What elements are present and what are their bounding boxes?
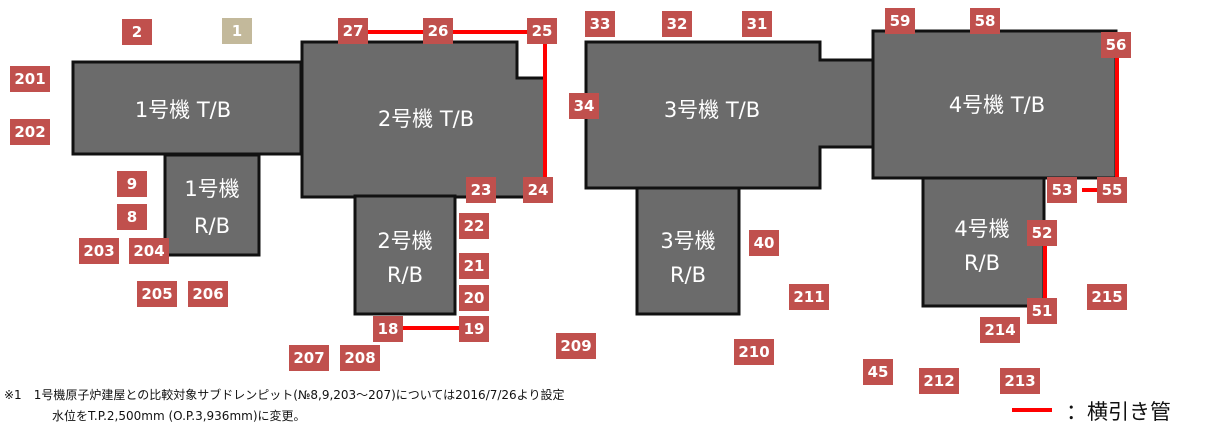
unit3-reactor-building — [635, 186, 741, 316]
pit-badge-215: 215 — [1087, 284, 1127, 310]
pit-badge-26: 26 — [423, 18, 453, 44]
pit-badge-52: 52 — [1027, 220, 1057, 246]
unit3-rb-label-line2: R/B — [670, 263, 706, 287]
pit-badge-203: 203 — [79, 238, 119, 264]
pit-badge-210: 210 — [734, 339, 774, 365]
pit-badge-206: 206 — [188, 281, 228, 307]
pit-badge-201: 201 — [10, 66, 50, 92]
pit-badge-33: 33 — [585, 11, 615, 37]
pit-badge-58: 58 — [970, 8, 1000, 34]
unit1-reactor-building — [163, 153, 261, 257]
pit-badge-205: 205 — [137, 281, 177, 307]
pit-badge-9: 9 — [117, 171, 147, 197]
pit-badge-19: 19 — [459, 316, 489, 342]
pit-badge-213: 213 — [1000, 368, 1040, 394]
pit-badge-8: 8 — [117, 204, 147, 230]
pit-badge-22: 22 — [459, 213, 489, 239]
pit-badge-32: 32 — [662, 11, 692, 37]
legend-label: ：横引き管 — [1066, 400, 1171, 424]
pit-badge-2: 2 — [122, 19, 152, 45]
pit-badge-59: 59 — [885, 8, 915, 34]
pit-badge-18: 18 — [373, 316, 403, 342]
pit-badge-31: 31 — [742, 11, 772, 37]
pit-badge-212: 212 — [919, 368, 959, 394]
pit-badge-55: 55 — [1097, 177, 1127, 203]
pit-badge-45: 45 — [863, 359, 893, 385]
pit-badge-209: 209 — [556, 333, 596, 359]
pit-badge-53: 53 — [1047, 177, 1077, 203]
pit-badge-1: 1 — [222, 18, 252, 44]
pit-badge-211: 211 — [789, 284, 829, 310]
pit-badge-20: 20 — [459, 285, 489, 311]
pit-badge-214: 214 — [980, 317, 1020, 343]
note-line-2: 水位をT.P.2,500mm (O.P.3,936mm)に変更。 — [52, 409, 306, 423]
pit-badge-51: 51 — [1027, 298, 1057, 324]
unit1-tb-label: 1号機 T/B — [135, 98, 231, 122]
pit-badge-34: 34 — [569, 93, 599, 119]
unit1-rb-label-line1: 1号機 — [184, 177, 239, 201]
unit4-rb-label-line2: R/B — [964, 251, 1000, 275]
pit-badge-27: 27 — [338, 18, 368, 44]
pit-badge-56: 56 — [1101, 32, 1131, 58]
pit-badge-21: 21 — [459, 253, 489, 279]
pit-badge-24: 24 — [523, 177, 553, 203]
pit-badge-40: 40 — [749, 230, 779, 256]
pit-badge-208: 208 — [340, 345, 380, 371]
unit4-tb-label: 4号機 T/B — [949, 93, 1045, 117]
unit4-reactor-building — [921, 176, 1046, 308]
unit2-rb-label-line1: 2号機 — [377, 229, 432, 253]
pit-badge-25: 25 — [527, 18, 557, 44]
unit1-rb-label-line2: R/B — [194, 214, 230, 238]
unit2-reactor-building — [353, 194, 457, 316]
unit4-rb-label-line1: 4号機 — [954, 217, 1009, 241]
pit-badge-23: 23 — [466, 177, 496, 203]
unit2-tb-label: 2号機 T/B — [378, 107, 474, 131]
unit3-rb-label-line1: 3号機 — [660, 229, 715, 253]
unit2-rb-label-line2: R/B — [387, 263, 423, 287]
note-line-1: ※1 1号機原子炉建屋との比較対象サブドレンピット(№8,9,203～207)に… — [4, 388, 565, 402]
pit-badge-207: 207 — [289, 345, 329, 371]
unit3-tb-label: 3号機 T/B — [664, 98, 760, 122]
pit-badge-202: 202 — [10, 119, 50, 145]
legend-pipe-swatch — [1012, 408, 1052, 412]
pit-badge-204: 204 — [129, 238, 169, 264]
